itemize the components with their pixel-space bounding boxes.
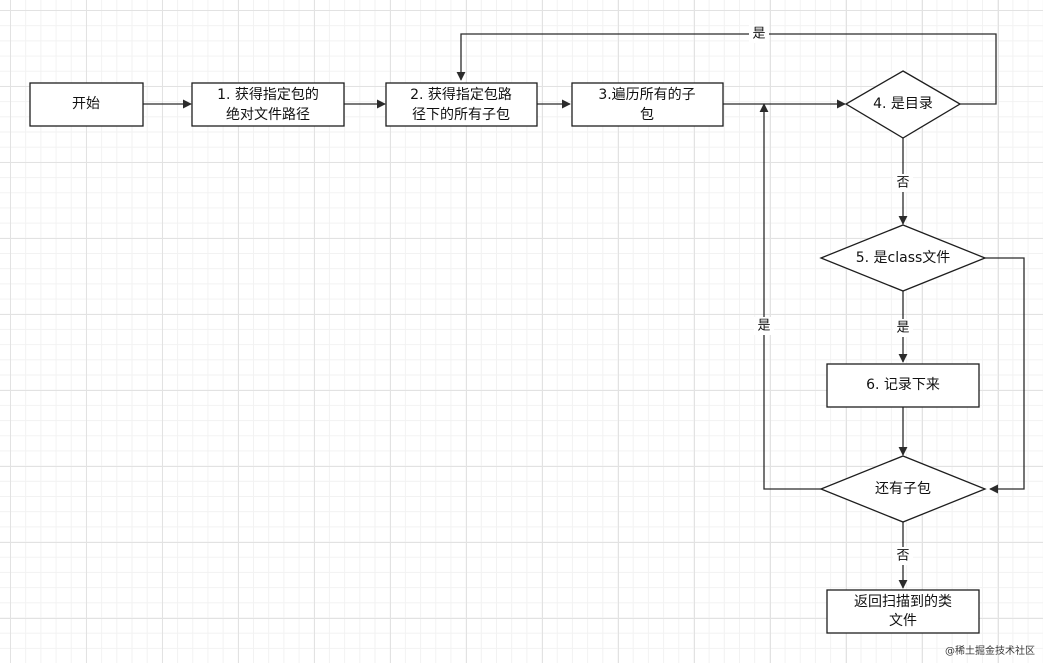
node-decision-is-directory-label: 4. 是目录 [873, 96, 933, 112]
edge-labels: 是 否 是 是 否 [749, 25, 913, 565]
edge-label-dir-no: 否 [896, 176, 909, 191]
node-decision-is-class-file[interactable]: 5. 是class文件 [819, 224, 987, 292]
node-end-return-label-line1: 返回扫描到的类 [854, 594, 952, 610]
edge-label-more-no: 否 [896, 549, 909, 564]
node-decision-is-class-file-label: 5. 是class文件 [856, 250, 951, 266]
node-step3-label-line2: 包 [640, 107, 654, 123]
node-start[interactable]: 开始 [29, 82, 144, 127]
edge-decision4-yes-to-step2 [456, 33, 997, 105]
node-start-label: 开始 [72, 96, 100, 112]
node-step3[interactable]: 3.遍历所有的子 包 [571, 82, 724, 127]
edge-label-more-yes: 是 [757, 319, 770, 334]
edge-label-class-yes: 是 [896, 321, 909, 336]
edge-label-dir-yes: 是 [752, 27, 765, 42]
node-end-return[interactable]: 返回扫描到的类 文件 [826, 589, 980, 634]
node-step6-record[interactable]: 6. 记录下来 [826, 363, 980, 408]
node-step1-label-line2: 绝对文件路径 [226, 107, 310, 123]
node-step1-label-line1: 1. 获得指定包的 [217, 86, 319, 103]
node-step2-label-line1: 2. 获得指定包路 [410, 86, 512, 103]
node-step2[interactable]: 2. 获得指定包路 径下的所有子包 [385, 82, 538, 127]
node-step1[interactable]: 1. 获得指定包的 绝对文件路径 [191, 82, 345, 127]
edge-more-yes-to-loop [759, 103, 821, 490]
edge-decision5-no-to-more [985, 257, 1025, 494]
node-decision-has-more-subpackages[interactable]: 还有子包 [819, 455, 987, 523]
node-step3-label-line1: 3.遍历所有的子 [598, 87, 695, 103]
node-decision-has-more-subpackages-label: 还有子包 [875, 481, 931, 497]
node-decision-is-directory[interactable]: 4. 是目录 [844, 70, 962, 139]
watermark: @稀土掘金技术社区 [945, 646, 1035, 657]
node-step6-record-label: 6. 记录下来 [866, 377, 940, 393]
node-end-return-label-line2: 文件 [889, 613, 917, 629]
node-step2-label-line2: 径下的所有子包 [412, 107, 510, 123]
